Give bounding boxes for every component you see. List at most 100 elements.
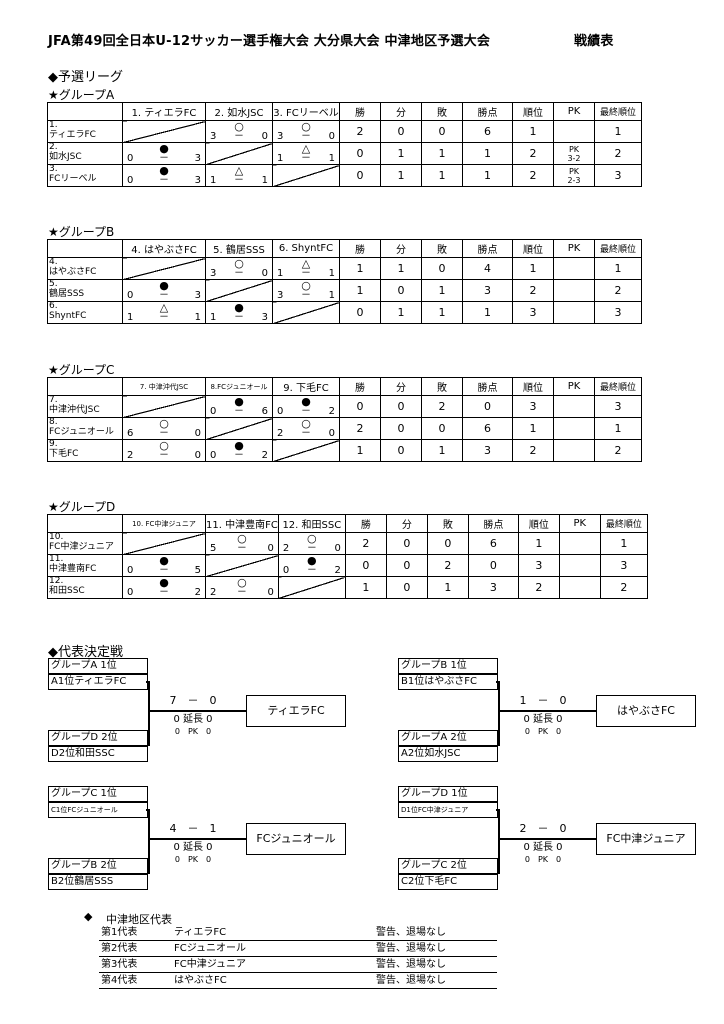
stat-points: 1 (462, 301, 513, 324)
team-no: 11. (49, 554, 64, 564)
team-name: 中津沖代JSC (49, 404, 100, 415)
goals-for: 0 (127, 565, 134, 576)
result-symbol: △ (301, 142, 311, 155)
goals-against: 3 (194, 153, 201, 164)
team-cell: 12.和田SSC (47, 576, 123, 599)
dash: － (159, 153, 169, 164)
match-score: 5－0 (210, 544, 274, 554)
match-cell: ●0－2 (205, 439, 273, 462)
stat-draws: 0 (380, 120, 422, 143)
bracket-line (148, 744, 150, 746)
team-no: 4. (49, 257, 58, 267)
winner-box: FC中津ジュニア (596, 823, 696, 855)
stat-rank: 3 (512, 395, 554, 418)
stat-rank: 2 (512, 142, 554, 165)
match-wrap: ○2－0 (274, 419, 339, 439)
match-score: 1－1 (127, 313, 201, 323)
match-cell: △1－1 (272, 142, 340, 165)
team-name: はやぶさFC (49, 266, 97, 277)
result-symbol: ○ (237, 532, 247, 545)
playoff-score: 2 － 0 (519, 822, 567, 835)
team-name: 和田SSC (49, 585, 85, 596)
header-rank: 順位 (512, 377, 554, 396)
stat-draws: 0 (385, 576, 428, 599)
match-score: 0－3 (127, 291, 201, 301)
dash: － (234, 268, 244, 279)
penalty-kick: 0 PK 0 (524, 855, 562, 864)
header-loss: 敗 (421, 377, 463, 396)
bottom-team: A2位如水JSC (398, 746, 498, 762)
stat-points: 1 (462, 164, 513, 187)
bottom-group-label: グループD 2位 (48, 730, 148, 746)
team-cell: 4.はやぶさFC (47, 257, 123, 280)
col-header: 4. はやぶさFC (122, 239, 206, 258)
goals-against: 1 (328, 153, 335, 164)
match-score: 1－3 (210, 313, 268, 323)
result-symbol: ● (234, 439, 244, 452)
stat-pk (553, 279, 595, 302)
goals-against: 0 (261, 131, 268, 142)
goals-against: 3 (194, 175, 201, 186)
stat-losses: 0 (421, 120, 463, 143)
goals-for: 0 (282, 565, 290, 576)
match-wrap: ○2－0 (206, 578, 277, 598)
match-cell: ●1－3 (205, 301, 273, 324)
stat-losses: 2 (426, 554, 469, 577)
extra-time: 0 延長 0 (173, 714, 213, 725)
title-right: 戦績表 (574, 34, 614, 49)
match-wrap: ○3－0 (207, 122, 272, 142)
col-header: 1. ティエラFC (122, 102, 206, 121)
match-wrap: ●0－6 (207, 397, 272, 417)
match-cell: △1－1 (205, 164, 273, 187)
dash: － (301, 153, 311, 164)
goals-for: 3 (210, 268, 217, 279)
result-symbol: ● (159, 142, 169, 155)
team-name: 下毛FC (49, 448, 79, 459)
stat-rank: 3 (517, 554, 560, 577)
col-header: 8.FCジュニオール (205, 377, 273, 396)
header-pk: PK (553, 102, 595, 121)
result-symbol: ● (159, 279, 169, 292)
result-symbol: ○ (159, 417, 169, 430)
stat-points: 3 (462, 279, 513, 302)
team-cell: 9.下毛FC (47, 439, 123, 462)
team-no: 10. (49, 532, 64, 542)
stat-pk (553, 301, 595, 324)
pk-line: PK (568, 144, 580, 154)
result-symbol: ● (234, 301, 244, 314)
result-symbol: ○ (234, 257, 244, 270)
team-name: ティエラFC (49, 129, 96, 140)
match-score: 2－0 (127, 451, 201, 461)
match-cell: ○3－0 (205, 257, 273, 280)
stat-pk (558, 532, 601, 555)
playoff-score: 1 － 0 (519, 694, 567, 707)
match-score: 6－0 (127, 429, 201, 439)
pk-line: 3-2 (567, 153, 581, 163)
self-match-cell (272, 164, 340, 187)
team-no: 5. (49, 279, 58, 289)
bracket-line (148, 872, 150, 874)
team-cell: 2.如水JSC (47, 142, 123, 165)
bracket-line (498, 810, 500, 840)
stat-draws: 1 (380, 142, 422, 165)
header-draw: 分 (380, 239, 422, 258)
group-name: ★グループB (48, 225, 115, 239)
team-name: 中津豊南FC (49, 563, 97, 574)
team-cell: 8.FCジュニオール (47, 417, 123, 440)
goals-against: 2 (328, 406, 335, 417)
match-cell: ○3－1 (272, 279, 340, 302)
match-score: 1－1 (277, 269, 335, 279)
result-symbol: ○ (307, 532, 317, 545)
goals-for: 5 (210, 543, 217, 554)
bracket-line (498, 872, 500, 874)
rep-team: FCジュニオール (174, 943, 247, 954)
rep-rank: 第1代表 (101, 927, 138, 938)
stat-draws: 0 (380, 417, 422, 440)
team-no: 1. (49, 120, 58, 130)
